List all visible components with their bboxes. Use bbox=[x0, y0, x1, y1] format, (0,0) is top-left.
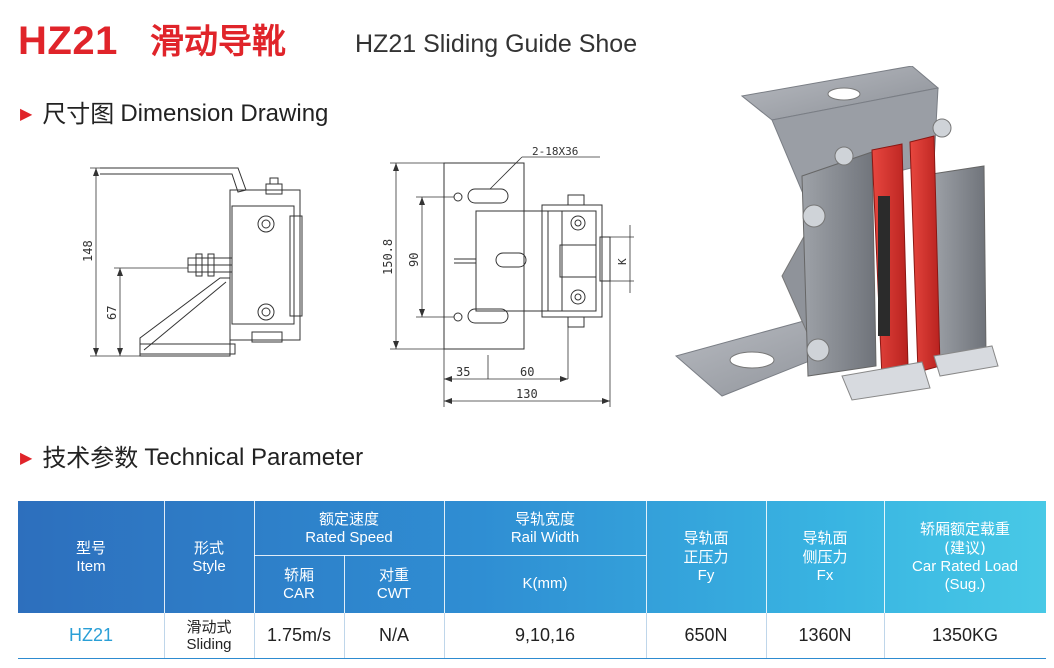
triangle-bullet-icon: ▶ bbox=[20, 104, 33, 123]
header-style-en: Style bbox=[192, 557, 226, 575]
cell-cwt: N/A bbox=[378, 625, 409, 645]
dim-35-label: 35 bbox=[456, 365, 470, 379]
header-divider bbox=[344, 555, 345, 613]
header-fx-en: Fx bbox=[816, 567, 834, 584]
header-fy: 导轨面 正压力 Fy bbox=[646, 501, 766, 613]
product-title-en: HZ21 Sliding Guide Shoe bbox=[355, 30, 638, 58]
header-item-en: Item bbox=[76, 557, 106, 575]
header-k-en: K(mm) bbox=[522, 575, 568, 592]
header-cwt-en: CWT bbox=[376, 584, 412, 602]
cell-style-cn: 滑动式 bbox=[186, 617, 232, 636]
header-fx: 导轨面 侧压力 Fx bbox=[766, 501, 884, 613]
section-dimension-heading: ▶ 尺寸图 Dimension Drawing bbox=[20, 99, 328, 129]
header-load-cn1: 轿厢额定载重 bbox=[919, 520, 1010, 538]
header-item: 型号 Item bbox=[18, 501, 164, 613]
header-speed-en: Rated Speed bbox=[305, 528, 393, 546]
header-rail-cn: 导轨宽度 bbox=[514, 509, 575, 528]
header-divider bbox=[254, 555, 646, 556]
header-k: K(mm) bbox=[444, 555, 646, 613]
header-cwt-cn: 对重 bbox=[378, 565, 409, 584]
header-cwt: 对重 CWT bbox=[344, 555, 444, 613]
dim-150-8-label: 150.8 bbox=[381, 239, 395, 275]
product-title-cn: 滑动导靴 bbox=[150, 22, 286, 62]
front-view-drawing: 150.8 90 35 60 130 2-18X36 K bbox=[381, 145, 634, 407]
technical-parameter-table: 型号 Item 形式 Style 额定速度 Rated Speed 轿厢 CAR… bbox=[18, 501, 1046, 659]
table-row: HZ21 滑动式 Sliding 1.75m/s N/A 9,10,16 650… bbox=[18, 613, 1046, 659]
dim-60-label: 60 bbox=[520, 365, 534, 379]
section-technical-cn: 技术参数 bbox=[42, 444, 139, 472]
row-divider bbox=[646, 613, 647, 658]
header-divider bbox=[444, 501, 445, 613]
header-car-en: CAR bbox=[283, 584, 315, 602]
row-divider bbox=[444, 613, 445, 658]
row-divider bbox=[344, 613, 345, 658]
header-load-en2: (Sug.) bbox=[944, 576, 986, 593]
section-technical-heading: ▶ 技术参数 Technical Parameter bbox=[20, 443, 363, 473]
row-divider bbox=[164, 613, 165, 658]
slot-note-label: 2-18X36 bbox=[532, 145, 578, 158]
header-fy-cn1: 导轨面 bbox=[683, 529, 729, 547]
section-dimension-en: Dimension Drawing bbox=[120, 100, 329, 127]
cell-style-en: Sliding bbox=[186, 635, 232, 653]
header-fx-cn1: 导轨面 bbox=[802, 529, 848, 547]
header-rail-en: Rail Width bbox=[510, 528, 580, 546]
table-header bbox=[18, 501, 1046, 613]
header-fy-en: Fy bbox=[697, 567, 715, 584]
cell-style: 滑动式 Sliding bbox=[164, 613, 254, 658]
row-divider bbox=[766, 613, 767, 658]
header-car-cn: 轿厢 bbox=[283, 565, 314, 584]
cell-car: 1.75m/s bbox=[266, 625, 332, 645]
header-load-cn2: (建议) bbox=[944, 539, 986, 557]
header-speed: 额定速度 Rated Speed bbox=[254, 501, 444, 555]
section-technical-en: Technical Parameter bbox=[144, 444, 364, 471]
dim-67-label: 67 bbox=[105, 306, 119, 320]
header-load-en1: Car Rated Load bbox=[912, 558, 1018, 575]
cell-load: 1350KG bbox=[931, 625, 999, 645]
header-speed-cn: 额定速度 bbox=[318, 509, 379, 528]
header-fx-cn2: 侧压力 bbox=[802, 548, 848, 566]
header-divider bbox=[164, 501, 165, 613]
guide-shoe-photo bbox=[674, 66, 999, 401]
header-rail: 导轨宽度 Rail Width bbox=[444, 501, 646, 555]
header-divider bbox=[646, 501, 647, 613]
header-load: 轿厢额定载重 (建议) Car Rated Load (Sug.) bbox=[884, 501, 1046, 613]
dim-130-label: 130 bbox=[516, 387, 538, 401]
side-view-drawing: 148 67 bbox=[81, 167, 303, 357]
header-style-cn: 形式 bbox=[193, 538, 224, 557]
triangle-bullet-icon: ▶ bbox=[20, 448, 33, 467]
row-divider bbox=[254, 613, 255, 658]
header-style: 形式 Style bbox=[164, 501, 254, 613]
cell-k: 9,10,16 bbox=[514, 625, 576, 645]
row-divider bbox=[884, 613, 885, 658]
header-divider bbox=[766, 501, 767, 613]
header-car: 轿厢 CAR bbox=[254, 555, 344, 613]
header-divider bbox=[884, 501, 885, 613]
cell-fy: 650N bbox=[684, 625, 728, 645]
product-code: HZ21 bbox=[18, 19, 118, 63]
dim-148-label: 148 bbox=[81, 240, 95, 262]
dim-k-label: K bbox=[616, 258, 629, 265]
cell-fx: 1360N bbox=[798, 625, 852, 645]
header-item-cn: 型号 bbox=[75, 538, 106, 557]
header-fy-cn2: 正压力 bbox=[683, 548, 729, 566]
section-dimension-cn: 尺寸图 bbox=[42, 100, 115, 128]
cell-item: HZ21 bbox=[68, 625, 113, 645]
dim-90-label: 90 bbox=[407, 253, 421, 267]
header-divider bbox=[254, 501, 255, 613]
